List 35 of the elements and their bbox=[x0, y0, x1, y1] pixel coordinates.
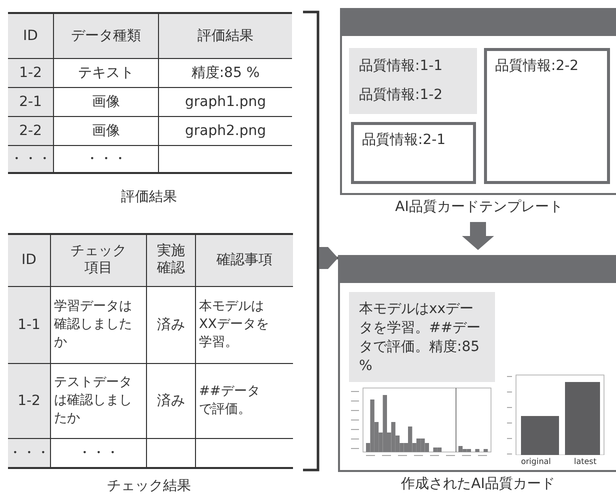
table-cell: 済み bbox=[146, 286, 196, 363]
info-label: 品質情報:1-1 bbox=[359, 57, 443, 75]
table-cell: 済み bbox=[146, 363, 196, 438]
table-cell: ・・・ bbox=[8, 438, 50, 468]
table-cell: 1-1 bbox=[8, 286, 50, 363]
header-cell: 評価結果 bbox=[158, 13, 292, 58]
axis-label: original bbox=[521, 457, 551, 466]
header-cell: データ種類 bbox=[54, 13, 158, 58]
table-cell: 1-2 bbox=[8, 363, 50, 438]
table-caption: 評価結果 bbox=[120, 188, 178, 206]
header-cell: チェック項目 bbox=[50, 234, 146, 286]
header-cell: ID bbox=[8, 13, 54, 58]
table-caption: チェック結果 bbox=[106, 477, 192, 495]
bracket-arrow bbox=[302, 10, 340, 472]
text-box: 本モデルはxxデータを学習。##データで評価。精度:85 % bbox=[349, 292, 495, 382]
table-cell: 画像 bbox=[54, 87, 158, 116]
info-box: 品質情報:2-1 bbox=[351, 122, 476, 184]
header-cell: ID bbox=[8, 234, 50, 286]
table-cell: ・・・ bbox=[8, 145, 54, 173]
header-cell: 確認事項 bbox=[196, 234, 293, 286]
table-cell: テストデータは確認しましたか bbox=[50, 363, 146, 438]
table-cell: テキスト bbox=[54, 58, 158, 87]
info-box bbox=[349, 48, 477, 114]
card-caption: AI品質カードテンプレート bbox=[394, 198, 564, 216]
table-cell: 1-2 bbox=[8, 58, 54, 87]
axis-label: latest bbox=[574, 457, 596, 466]
arrow bbox=[462, 222, 494, 250]
info-box: 品質情報:2-2 bbox=[484, 48, 610, 184]
header-cell: 実施確認 bbox=[146, 234, 196, 286]
table-cell: 画像 bbox=[54, 116, 158, 145]
table-cell: 2-2 bbox=[8, 116, 54, 145]
info-label: 品質情報:1-2 bbox=[359, 86, 443, 104]
table-cell: 学習データは確認しましたか bbox=[50, 286, 146, 363]
table-cell: 2-1 bbox=[8, 87, 54, 116]
card-caption: 作成されたAI品質カード bbox=[400, 475, 556, 493]
